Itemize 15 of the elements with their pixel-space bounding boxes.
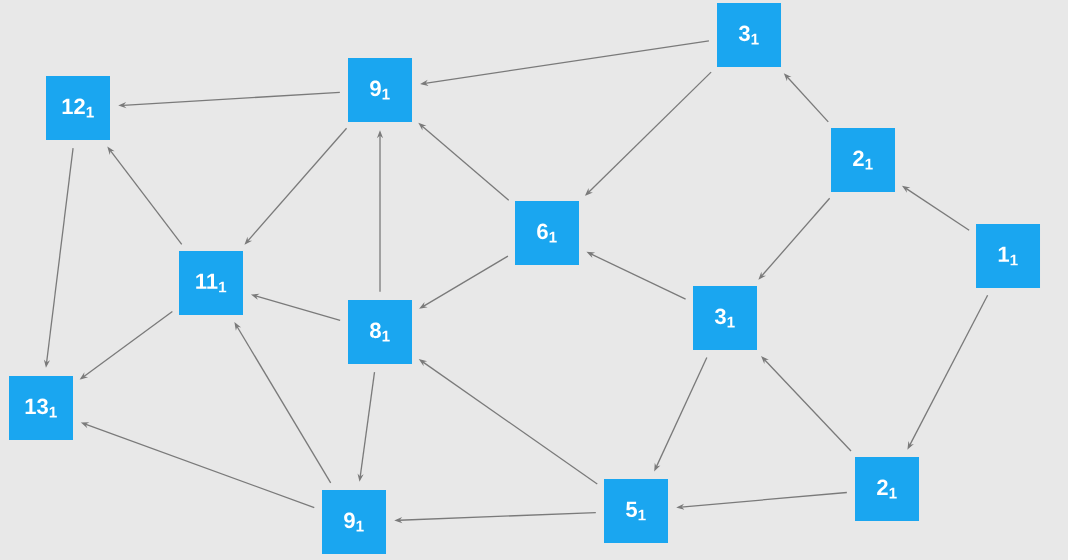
number-box: 6$_{1}$ <box>515 201 579 265</box>
number-box: 12$_{1}$ <box>46 76 110 140</box>
number-box: 11$_{1}$ <box>179 251 243 315</box>
number-box: 13$_{1}$ <box>9 376 73 440</box>
arrow <box>761 356 852 452</box>
number-box: 2$_{1}$ <box>831 128 895 192</box>
number-box: 5$_{1}$ <box>604 479 668 543</box>
number-box: 3$_{1}$ <box>693 286 757 350</box>
number-box: 9$_{1}$ <box>348 58 412 122</box>
number-box: 3$_{1}$ <box>717 3 781 67</box>
number-box: 2$_{1}$ <box>855 457 919 521</box>
number-box: 9$_{1}$ <box>322 490 386 554</box>
number-box: 1$_{1}$ <box>976 224 1040 288</box>
arrow <box>758 197 831 280</box>
number-box: 8$_{1}$ <box>348 300 412 364</box>
